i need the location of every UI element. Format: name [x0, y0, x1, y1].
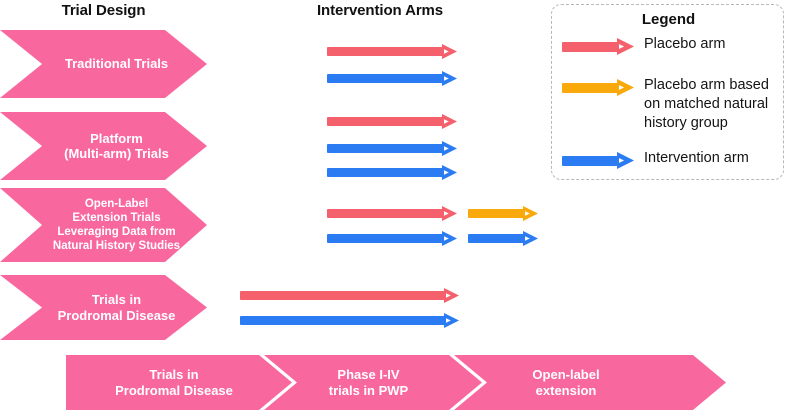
- arm-arrow-natural-history: [468, 206, 538, 221]
- arrow-right-icon: [442, 141, 457, 156]
- legend-item-label: Placebo arm based on matched natural his…: [644, 77, 769, 132]
- arrow-shaft: [468, 234, 525, 243]
- arrow-right-icon: [523, 206, 538, 221]
- arrow-right-icon: [562, 152, 634, 169]
- arrow-shaft: [327, 168, 444, 177]
- arm-arrow-intervention: [327, 141, 457, 156]
- arrow-shaft: [327, 144, 444, 153]
- arrow-right-icon: [442, 114, 457, 129]
- arm-arrow-intervention: [327, 165, 457, 180]
- legend-item-label: Placebo arm: [644, 36, 726, 52]
- arm-arrow-placebo: [240, 288, 459, 303]
- arrow-right-icon: [442, 231, 457, 246]
- arm-arrow-placebo: [327, 206, 457, 221]
- legend-title: Legend: [641, 11, 696, 28]
- trial-design-chevron-prodromal-disease-trials[interactable]: Trials in Prodromal Disease: [0, 275, 207, 340]
- legend-panel: Legend Placebo arm Placebo arm based on …: [551, 4, 784, 180]
- arrow-shaft: [327, 47, 444, 56]
- arrow-right-icon: [442, 71, 457, 86]
- trial-design-label: Platform (Multi-arm) Trials: [64, 130, 169, 161]
- arrow-shaft: [327, 117, 444, 126]
- arrow-shaft: [327, 209, 444, 218]
- column-header-intervention-arms: Intervention Arms: [316, 2, 444, 19]
- timeline-bar: [66, 355, 726, 410]
- arm-arrow-intervention: [240, 313, 459, 328]
- timeline-segment-phase-trials[interactable]: Phase I-IV trials in PWP: [328, 366, 409, 398]
- arrow-right-icon: [442, 165, 457, 180]
- legend-item-label: Intervention arm: [644, 150, 749, 166]
- arrow-right-icon: [444, 313, 459, 328]
- timeline-segment-prodromal-disease[interactable]: Trials in Prodromal Disease: [115, 366, 233, 398]
- arrow-right-icon: [442, 44, 457, 59]
- column-header-trial-design: Trial Design: [61, 2, 146, 19]
- arrow-right-icon: [562, 79, 634, 96]
- trial-design-label: Trials in Prodromal Disease: [57, 292, 176, 323]
- trial-design-chevron-traditional-trials[interactable]: Traditional Trials: [0, 30, 207, 98]
- arrow-shaft: [240, 291, 446, 300]
- arm-arrow-placebo: [327, 44, 457, 59]
- arm-arrow-placebo: [327, 114, 457, 129]
- trial-design-label: Open-Label Extension Trials Leveraging D…: [52, 197, 181, 253]
- trial-design-chevron-platform-trials[interactable]: Platform (Multi-arm) Trials: [0, 112, 207, 180]
- arm-arrow-intervention: [327, 71, 457, 86]
- trial-design-chevron-open-label-extension-trials[interactable]: Open-Label Extension Trials Leveraging D…: [0, 188, 207, 262]
- trial-design-label: Traditional Trials: [64, 56, 169, 72]
- arrow-right-icon: [523, 231, 538, 246]
- arm-arrow-intervention: [468, 231, 538, 246]
- arm-arrow-intervention: [327, 231, 457, 246]
- arrow-shaft: [327, 234, 444, 243]
- arrow-right-icon: [562, 38, 634, 55]
- arrow-shaft: [240, 316, 446, 325]
- arrow-shaft: [327, 74, 444, 83]
- arrow-shaft: [468, 209, 525, 218]
- arrow-right-icon: [442, 206, 457, 221]
- timeline-segment-open-label-extension[interactable]: Open-label extension: [532, 366, 600, 398]
- arrow-right-icon: [444, 288, 459, 303]
- study-timeline: Trials in Prodromal Disease Phase I-IV t…: [66, 355, 726, 410]
